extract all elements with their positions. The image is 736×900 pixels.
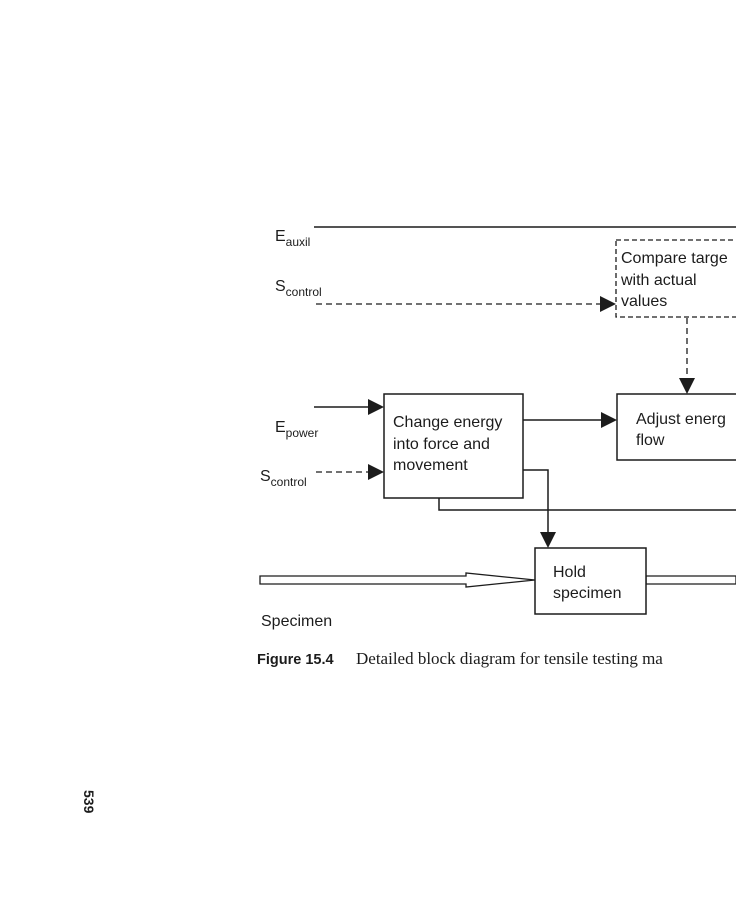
specimen-flow: Specimen	[259, 572, 736, 630]
e-power-arrowhead	[368, 399, 384, 415]
e-power-subscript: power	[286, 426, 319, 440]
page-number: 539	[81, 790, 97, 814]
e-power-signal: Epower	[275, 399, 384, 440]
feedback-line	[438, 498, 736, 511]
change-energy-block: Change energy into force and movement	[383, 393, 524, 499]
change-energy-box	[383, 393, 524, 499]
adjust-line-2: flow	[636, 432, 665, 449]
hold-box	[534, 547, 647, 615]
hold-line-2: specimen	[553, 585, 621, 602]
change-to-adjust-connector	[523, 412, 617, 428]
specimen-label: Specimen	[261, 613, 332, 630]
change-energy-text: Change energy into force and movement	[393, 414, 507, 474]
change-to-hold-connector	[523, 469, 556, 548]
hold-line-1: Hold	[553, 564, 586, 581]
e-power-label: Epower	[275, 419, 318, 440]
e-auxil-label: Eauxil	[275, 228, 310, 249]
e-auxil-subscript: auxil	[286, 235, 311, 249]
caption-text: Detailed block diagram for tensile testi…	[356, 649, 663, 668]
s-control-bottom-signal: Scontrol	[260, 464, 384, 489]
change-to-adjust-arrowhead	[601, 412, 617, 428]
s-control-top-subscript: control	[286, 285, 322, 299]
s-control-top-label: Scontrol	[275, 278, 322, 299]
compare-to-adjust-arrowhead	[679, 378, 695, 394]
compare-box	[615, 239, 736, 318]
s-control-bottom-base: S	[260, 468, 271, 485]
adjust-line-1: Adjust energ	[636, 411, 726, 428]
hold-text: Hold specimen	[553, 564, 621, 602]
s-control-top-signal: Scontrol	[275, 278, 616, 312]
compare-text: Compare targe with actual values	[620, 250, 732, 310]
adjust-block: Adjust energ flow	[616, 393, 736, 461]
compare-block: Compare targe with actual values	[615, 239, 736, 318]
compare-line-3: values	[621, 293, 667, 310]
specimen-output-bar	[645, 575, 736, 585]
change-energy-line-3: movement	[393, 457, 468, 474]
e-auxil-base: E	[275, 228, 286, 245]
s-control-bottom-label: Scontrol	[260, 468, 307, 489]
hold-block: Hold specimen	[534, 547, 647, 615]
change-energy-line-2: into force and	[393, 436, 490, 453]
change-energy-line-1: Change energy	[393, 414, 502, 431]
compare-line-1: Compare targe	[621, 250, 728, 267]
adjust-text: Adjust energ flow	[636, 411, 730, 449]
specimen-input-arrow	[259, 572, 536, 588]
s-control-bottom-arrowhead	[368, 464, 384, 480]
change-to-hold-arrowhead	[540, 532, 556, 548]
s-control-bottom-subscript: control	[271, 475, 307, 489]
change-to-hold-line	[523, 469, 549, 532]
caption-number: Figure 15.4	[257, 652, 334, 668]
compare-line-2: with actual	[620, 272, 697, 289]
e-power-base: E	[275, 419, 286, 436]
e-auxil-signal: Eauxil	[275, 226, 736, 249]
s-control-top-base: S	[275, 278, 286, 295]
compare-to-adjust-connector	[679, 318, 695, 394]
s-control-top-arrowhead	[600, 296, 616, 312]
figure-caption: Figure 15.4 Detailed block diagram for t…	[257, 649, 663, 668]
adjust-box	[616, 393, 736, 461]
